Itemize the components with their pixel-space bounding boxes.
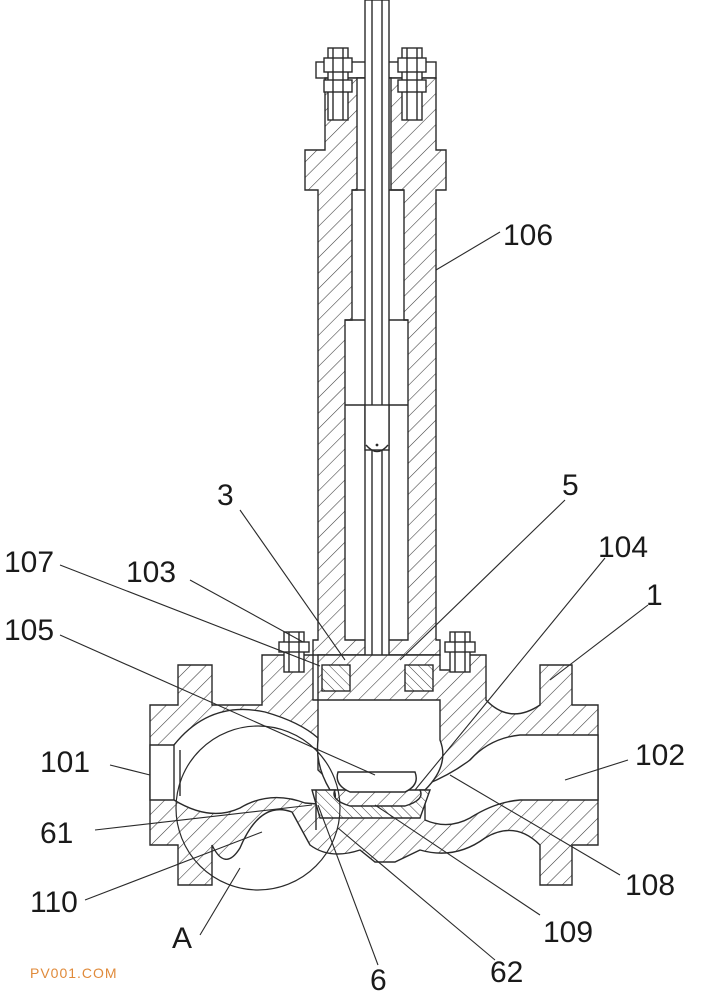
label-109: 109 [543,916,593,949]
lower-bolt-right [444,631,476,673]
label-106: 106 [503,219,553,252]
top-stud-right [397,47,427,121]
valve-plug [311,771,431,830]
label-3: 3 [217,479,234,512]
label-103: 103 [126,556,176,589]
label-110: 110 [30,886,78,919]
label-5: 5 [562,469,579,502]
top-stud-left [323,47,353,121]
label-108: 108 [625,869,675,902]
label-107: 107 [4,546,54,579]
label-104: 104 [598,531,648,564]
label-62: 62 [490,956,523,989]
label-6: 6 [370,964,387,997]
valve-body [149,654,599,886]
label-a: A [172,922,192,955]
label-101: 101 [40,746,90,779]
leader-lines [59,231,649,966]
label-105: 105 [4,614,54,647]
lower-bolt-left [278,631,310,673]
packing-ring [321,664,434,692]
label-61: 61 [40,817,73,850]
label-102: 102 [635,739,685,772]
label-1: 1 [646,579,663,612]
watermark: PV001.COM [30,965,118,981]
detail-circle-a [175,725,341,891]
